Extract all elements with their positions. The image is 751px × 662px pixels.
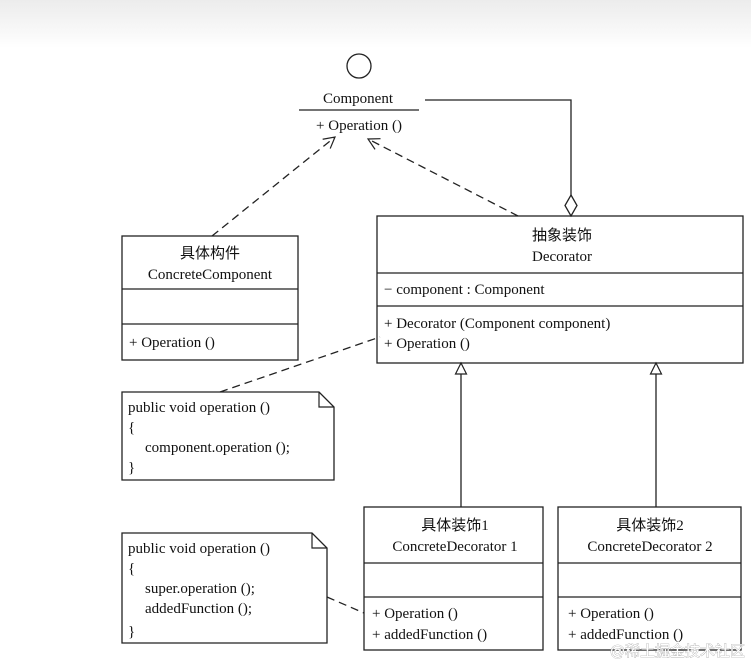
concrete-decorator-1-title-cn: 具体装饰1 [421,517,489,534]
realization-decorator [366,138,519,217]
note-decorator-line2: { [128,420,135,436]
note-concrete-line1: public void operation () [128,541,270,557]
note-concrete-line2: { [128,561,135,577]
decorator-title-cn: 抽象装饰 [532,227,592,244]
note-concrete-line4: addedFunction (); [145,601,252,617]
concrete-component-operation: + Operation () [129,335,215,351]
aggregation-diamond-icon [564,193,578,218]
decorator-operation: + Operation () [384,336,470,352]
decorator-constructor: + Decorator (Component component) [384,316,610,332]
note-concrete-decorator: public void operation () { super.operati… [121,532,328,644]
note-decorator-line3: component.operation (); [145,440,290,456]
aggregation-connector [425,99,578,218]
decorator-attribute: − component : Component [384,282,545,298]
concrete-decorator-2-title-cn: 具体装饰2 [616,517,684,534]
concrete-decorator-1-title-en: ConcreteDecorator 1 [392,539,517,555]
component-name: Component [323,91,394,107]
component-interface: Component + Operation () [299,53,419,134]
realization-concrete-component [211,136,336,237]
note-decorator: public void operation () { component.ope… [121,391,335,481]
watermark: @稀土掘金技术社区 [610,642,745,660]
top-banner [0,0,751,48]
note-fold-icon [318,392,334,408]
concrete-decorator-2-class: 具体装饰2 ConcreteDecorator 2 + Operation ()… [557,506,742,651]
concrete-decorator-1-operation: + Operation () [372,606,458,622]
concrete-decorator-1-added: + addedFunction () [372,627,487,643]
decorator-class: 抽象装饰 Decorator − component : Component +… [376,215,744,364]
concrete-component-class: 具体构件 ConcreteComponent + Operation () [121,235,299,361]
note-concrete-anchor [326,596,365,614]
note-decorator-anchor [219,336,381,393]
concrete-component-title-en: ConcreteComponent [148,267,273,283]
component-operation: + Operation () [316,118,402,134]
decorator-title-en: Decorator [532,249,592,265]
note-decorator-line4: } [128,460,135,476]
note-fold-icon [311,533,327,549]
concrete-decorator-1-class: 具体装饰1 ConcreteDecorator 1 + Operation ()… [363,506,544,651]
concrete-component-title-cn: 具体构件 [180,245,240,262]
note-concrete-line3: super.operation (); [145,581,255,597]
note-concrete-line5: } [128,624,135,640]
interface-lollipop-icon [346,53,372,79]
note-decorator-line1: public void operation () [128,400,270,416]
concrete-decorator-2-title-en: ConcreteDecorator 2 [587,539,712,555]
concrete-decorator-2-operation: + Operation () [568,606,654,622]
concrete-decorator-2-added: + addedFunction () [568,627,683,643]
